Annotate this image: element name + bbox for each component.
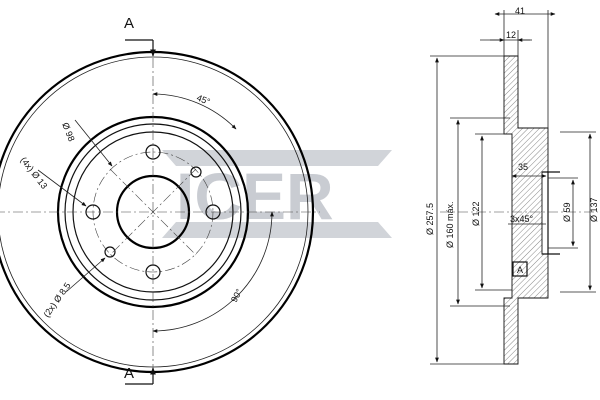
angle-90-arc [152, 211, 274, 333]
small-holes-leader [65, 257, 106, 293]
dim-35-label: 35 [518, 162, 528, 172]
pcd-leader [74, 119, 113, 167]
small-hole-lower [104, 246, 116, 258]
holes-label: (4x) Ø 13 [18, 155, 49, 191]
dim-max-label: Ø 160 máx. [445, 201, 455, 248]
section-marker-bottom: A [124, 365, 134, 382]
dim-bore-label: Ø 59 [562, 202, 572, 222]
small-holes-label: (2x) Ø 8.5 [41, 281, 72, 320]
angle-45-arc [152, 92, 237, 130]
dim-hat-label: Ø 122 [471, 201, 481, 226]
dim-12-label: 12 [506, 30, 516, 40]
dim-hub-label: Ø 137 [589, 197, 599, 222]
section-tag-label: A [517, 265, 523, 275]
small-hole-upper [190, 166, 202, 178]
chamfer-label: 3x45° [510, 214, 534, 224]
disc-section-profile [503, 55, 549, 365]
dim-outer-label: Ø 257.5 [425, 203, 435, 235]
holes-leader [37, 169, 87, 207]
angle-45-label: 45° [195, 93, 212, 108]
section-view: 41 12 Ø 257.5 Ø 160 máx. Ø 122 35 3x45° … [425, 6, 599, 365]
angle-90-label: 90° [229, 287, 244, 304]
section-tag-box [512, 261, 528, 277]
icer-logo-watermark: ICER [162, 150, 392, 238]
pcd-label: Ø 98 [60, 121, 77, 143]
section-marker-top: A [124, 15, 134, 32]
logo-text: ICER [176, 159, 334, 233]
dim-41-label: 41 [515, 6, 525, 16]
